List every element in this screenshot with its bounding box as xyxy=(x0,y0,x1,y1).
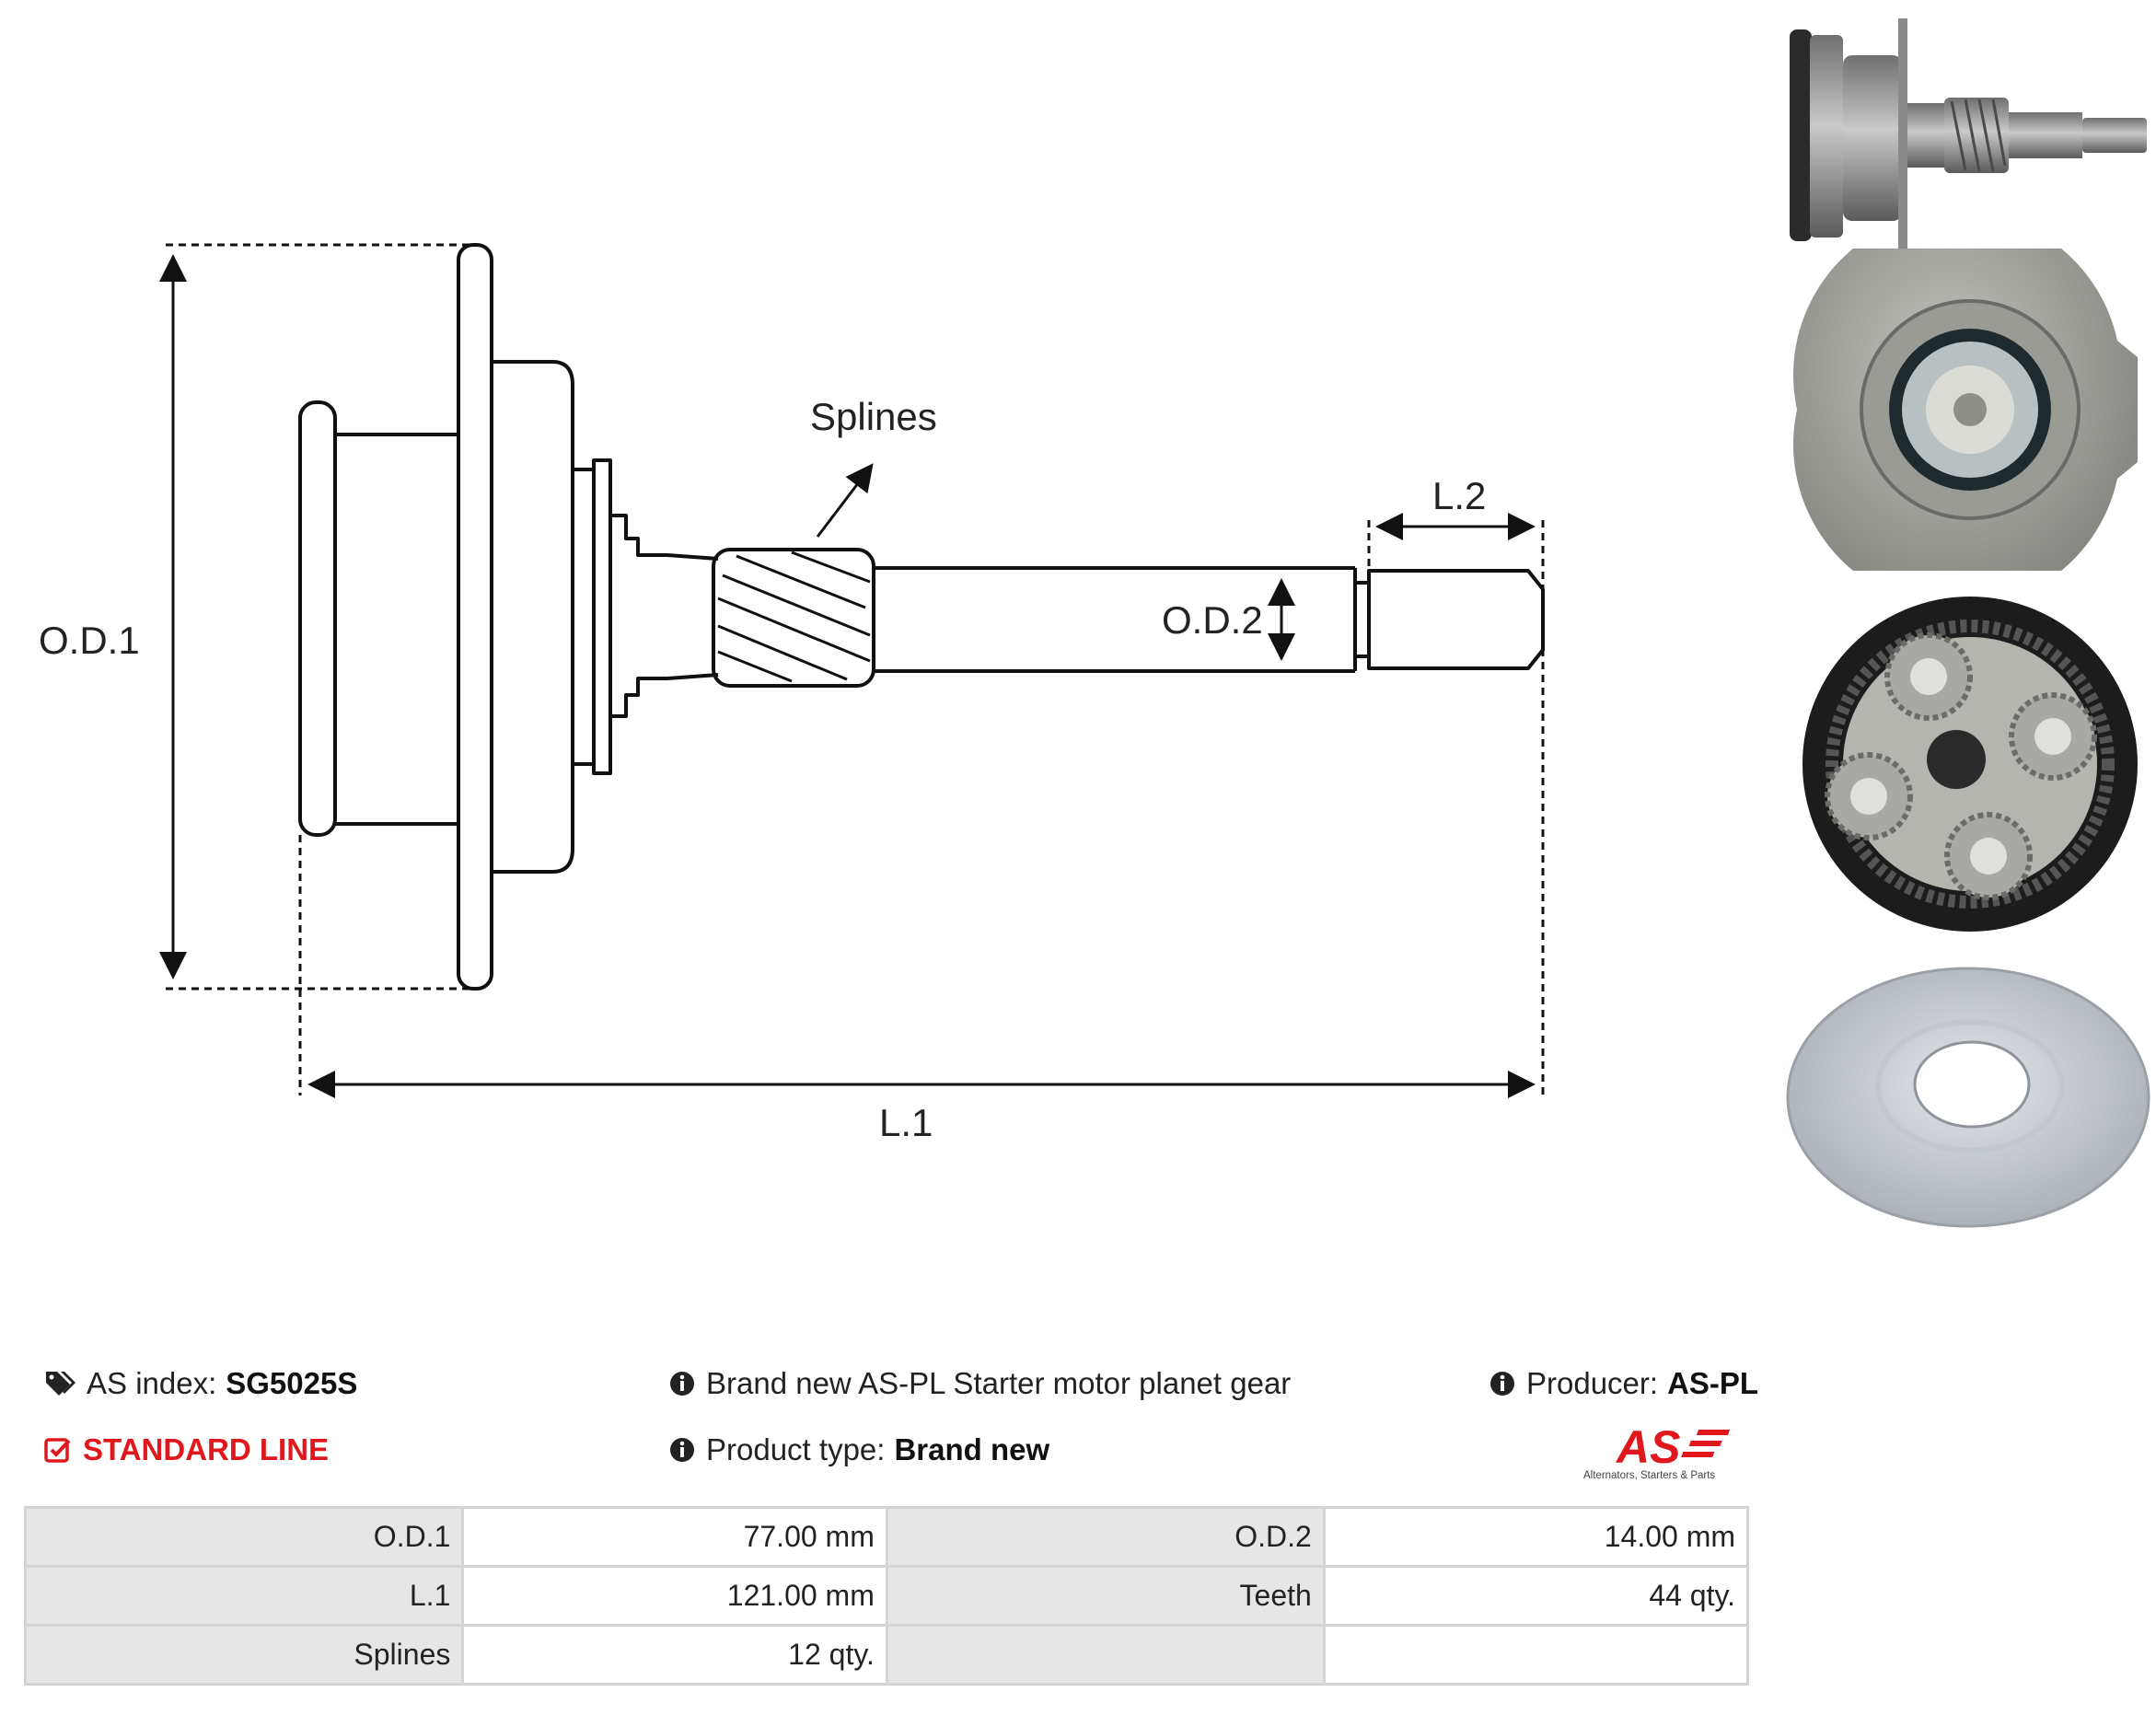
as-pl-logo: AS Alternators, Starters & Parts xyxy=(1583,1421,1754,1487)
technical-drawing: O.D.1 O.D.2 L.1 L.2 Splines xyxy=(39,243,1545,1144)
spec-key: L.1 xyxy=(23,1565,465,1627)
main-flange xyxy=(457,243,493,991)
planet-gear-front-view xyxy=(1793,249,2138,571)
table-row: Splines 12 qty. xyxy=(23,1624,1750,1686)
spec-key: O.D.1 xyxy=(23,1506,465,1568)
l2-label: L.2 xyxy=(1432,474,1486,517)
spec-value: 14.00 mm xyxy=(1322,1506,1750,1568)
product-type-value: Brand new xyxy=(894,1432,1050,1466)
splines-pointer xyxy=(816,463,874,538)
description: Brand new AS-PL Starter motor planet gea… xyxy=(669,1366,1291,1401)
planet-gear-washer xyxy=(1786,967,2150,1228)
as-index-label: AS index: xyxy=(87,1366,217,1400)
svg-text:AS: AS xyxy=(1615,1422,1680,1470)
hub-plate xyxy=(592,458,612,775)
planet-gear-gears-view xyxy=(1802,597,2138,932)
specifications-table: O.D.1 77.00 mm O.D.2 14.00 mm L.1 121.00… xyxy=(23,1506,1750,1686)
product-type-label: Product type: xyxy=(706,1432,886,1466)
standard-line-text: STANDARD LINE xyxy=(83,1432,330,1466)
description-text: Brand new AS-PL Starter motor planet gea… xyxy=(706,1366,1292,1400)
check-square-icon xyxy=(44,1436,72,1464)
product-type: Product type: Brand new xyxy=(669,1432,1049,1467)
spec-value: 12 qty. xyxy=(461,1624,888,1686)
spec-key xyxy=(885,1624,1326,1686)
splines-section xyxy=(712,548,875,688)
spec-value xyxy=(1322,1624,1750,1686)
spec-key: O.D.2 xyxy=(885,1506,1326,1568)
producer-label: Producer: xyxy=(1526,1366,1659,1400)
as-index-value: SG5025S xyxy=(226,1366,358,1400)
splines-label: Splines xyxy=(810,395,937,438)
producer-value: AS-PL xyxy=(1667,1366,1759,1400)
rear-flange xyxy=(298,400,337,837)
table-row: L.1 121.00 mm Teeth 44 qty. xyxy=(23,1565,1750,1627)
spec-key: Teeth xyxy=(885,1565,1326,1627)
info-icon xyxy=(669,1437,695,1463)
product-info: AS index: SG5025S Brand new AS-PL Starte… xyxy=(0,1353,1768,1491)
tags-icon xyxy=(44,1370,75,1397)
spec-key: Splines xyxy=(23,1624,465,1686)
planet-gear-side-view xyxy=(1790,18,2147,253)
logo-tagline: Alternators, Starters & Parts xyxy=(1583,1470,1716,1481)
info-icon xyxy=(669,1371,695,1396)
standard-line-badge: STANDARD LINE xyxy=(44,1432,329,1467)
l1-label: L.1 xyxy=(879,1101,933,1144)
spec-value: 77.00 mm xyxy=(461,1506,888,1568)
table-row: O.D.1 77.00 mm O.D.2 14.00 mm xyxy=(23,1506,1750,1568)
as-index: AS index: SG5025S xyxy=(44,1366,357,1401)
shaft-end xyxy=(1367,569,1545,670)
spec-value: 44 qty. xyxy=(1322,1565,1750,1627)
producer: Producer: AS-PL xyxy=(1489,1366,1758,1401)
od2-label: O.D.2 xyxy=(1162,598,1263,642)
od1-label: O.D.1 xyxy=(39,619,140,662)
info-icon xyxy=(1489,1371,1515,1396)
spec-value: 121.00 mm xyxy=(461,1565,888,1627)
housing xyxy=(492,360,574,874)
